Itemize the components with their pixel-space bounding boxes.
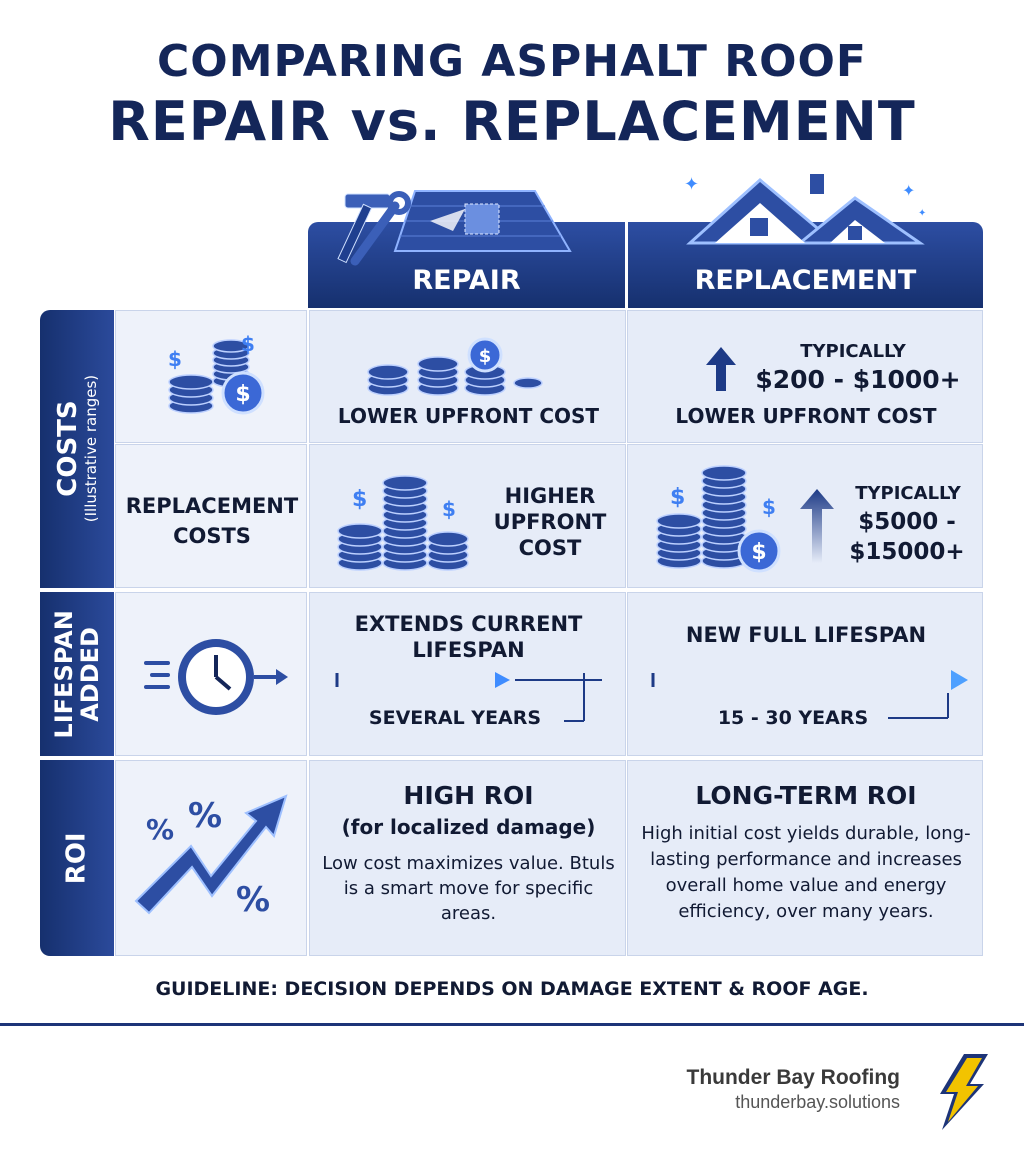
roof-patch-icon [464,203,500,235]
replacement-cost-cell-2: $ $ $ TYPICALLY $5000 - $15000+ [627,444,983,588]
svg-text:$: $ [762,495,776,519]
replacement-cost-range-1: $200 - $1000+ [755,365,961,394]
timeline-bar-icon [651,670,968,719]
lightning-logo-icon [940,1054,988,1130]
costs-label: COSTS [53,400,84,498]
timeline-bar-icon [335,672,602,722]
page-title-line2: REPAIR vs. REPLACEMENT [108,90,916,153]
replacement-cost-cell-1: TYPICALLY $200 - $1000+ LOWER UPFRONT CO… [627,310,983,443]
svg-text:$: $ [168,347,182,371]
up-arrow-icon [706,347,736,391]
replacement-costs-label-cell: REPLACEMENT COSTS [115,444,307,588]
svg-text:%: % [146,813,174,846]
row-label-costs: COSTS (Illustrative ranges) [40,310,114,588]
coin-stack-icon: $ $ $ [168,332,265,415]
svg-text:%: % [236,880,270,920]
coin-stack-icon: $ [367,337,543,396]
svg-text:$: $ [352,487,367,512]
brand-block: Thunder Bay Roofing thunderbay.solutions [687,1066,901,1113]
replacement-roi-title: LONG-TERM ROI [695,781,917,810]
svg-text:%: % [188,796,222,836]
svg-text:$: $ [479,346,492,367]
repair-lifespan-cell: EXTENDS CURRENT LIFESPAN SEVERAL YEARS [309,592,626,756]
repair-cost-cell-2: $ $ HIGHER UPFRONT COST [309,444,626,588]
repair-cost-text: LOWER UPFRONT COST [337,404,600,428]
svg-text:$: $ [442,497,456,521]
roi-label: ROI [61,832,92,884]
replacement-lifespan-value: 15 - 30 YEARS [717,707,869,729]
replacement-cost-range-2: $5000 - $15000+ [849,509,965,565]
repair-cost-cell-1: $ LOWER UPFRONT COST [309,310,626,443]
svg-text:$: $ [235,382,250,407]
column-label-replacement: REPLACEMENT [694,265,917,296]
repair-roi-body: Low cost maximizes value. Btuls is a sma… [322,853,615,924]
up-arrow-icon [800,489,834,563]
stopwatch-icon [144,639,288,715]
svg-text:✦: ✦ [918,208,926,219]
repair-roi-cell: HIGH ROI (for localized damage) Low cost… [309,760,626,956]
house-icon: ✦ ✦ ✦ [684,174,926,245]
brand-url: thunderbay.solutions [735,1092,900,1112]
guideline-text: GUIDELINE: DECISION DEPENDS ON DAMAGE EX… [155,978,869,1000]
lifespan-label: LIFESPAN ADDED [49,609,104,739]
trend-arrow-icon: % % % [134,794,288,920]
repair-lifespan-value: SEVERAL YEARS [368,707,542,729]
coin-stack-icon: $ $ $ [656,465,781,573]
row-label-lifespan: LIFESPAN ADDED [40,592,114,756]
replacement-costs-label: REPLACEMENT COSTS [125,494,299,548]
svg-text:✦: ✦ [684,174,699,195]
coin-stack-icon: $ $ [337,475,469,571]
footer-divider [0,1023,1024,1026]
lifespan-icon-cell [115,592,307,756]
roi-icon-cell: % % % [115,760,307,956]
replacement-lifespan-title: NEW FULL LIFESPAN [685,623,927,647]
hammer-wrench-icon [337,190,572,266]
column-label-repair: REPAIR [412,265,521,296]
svg-text:$: $ [241,332,255,356]
repair-roi-subtitle: (for localized damage) [341,815,596,839]
replacement-roi-cell: LONG-TERM ROI High initial cost yields d… [627,760,983,956]
page-title-line1: COMPARING ASPHALT ROOF [157,36,867,87]
costs-sublabel: (Illustrative ranges) [82,375,101,523]
repair-roi-title: HIGH ROI [403,781,534,810]
replacement-roi-body: High initial cost yields durable, long-l… [641,823,971,922]
repair-lifespan-title: EXTENDS CURRENT LIFESPAN [354,612,583,662]
row-label-roi: ROI [40,760,114,956]
replacement-cost-prefix-2: TYPICALLY [855,483,961,504]
repair-higher-cost-text: HIGHER UPFRONT COST [493,484,607,560]
column-header-replacement: REPLACEMENT [628,222,983,308]
cost-icon-cell: $ $ $ [115,310,307,443]
svg-text:$: $ [751,540,766,565]
replacement-cost-text-1: LOWER UPFRONT COST [675,404,937,428]
svg-text:✦: ✦ [902,181,915,200]
replacement-lifespan-cell: NEW FULL LIFESPAN 15 - 30 YEARS [627,592,983,756]
brand-name: Thunder Bay Roofing [686,1066,901,1089]
replacement-cost-prefix-1: TYPICALLY [800,341,906,362]
svg-text:$: $ [670,485,685,510]
